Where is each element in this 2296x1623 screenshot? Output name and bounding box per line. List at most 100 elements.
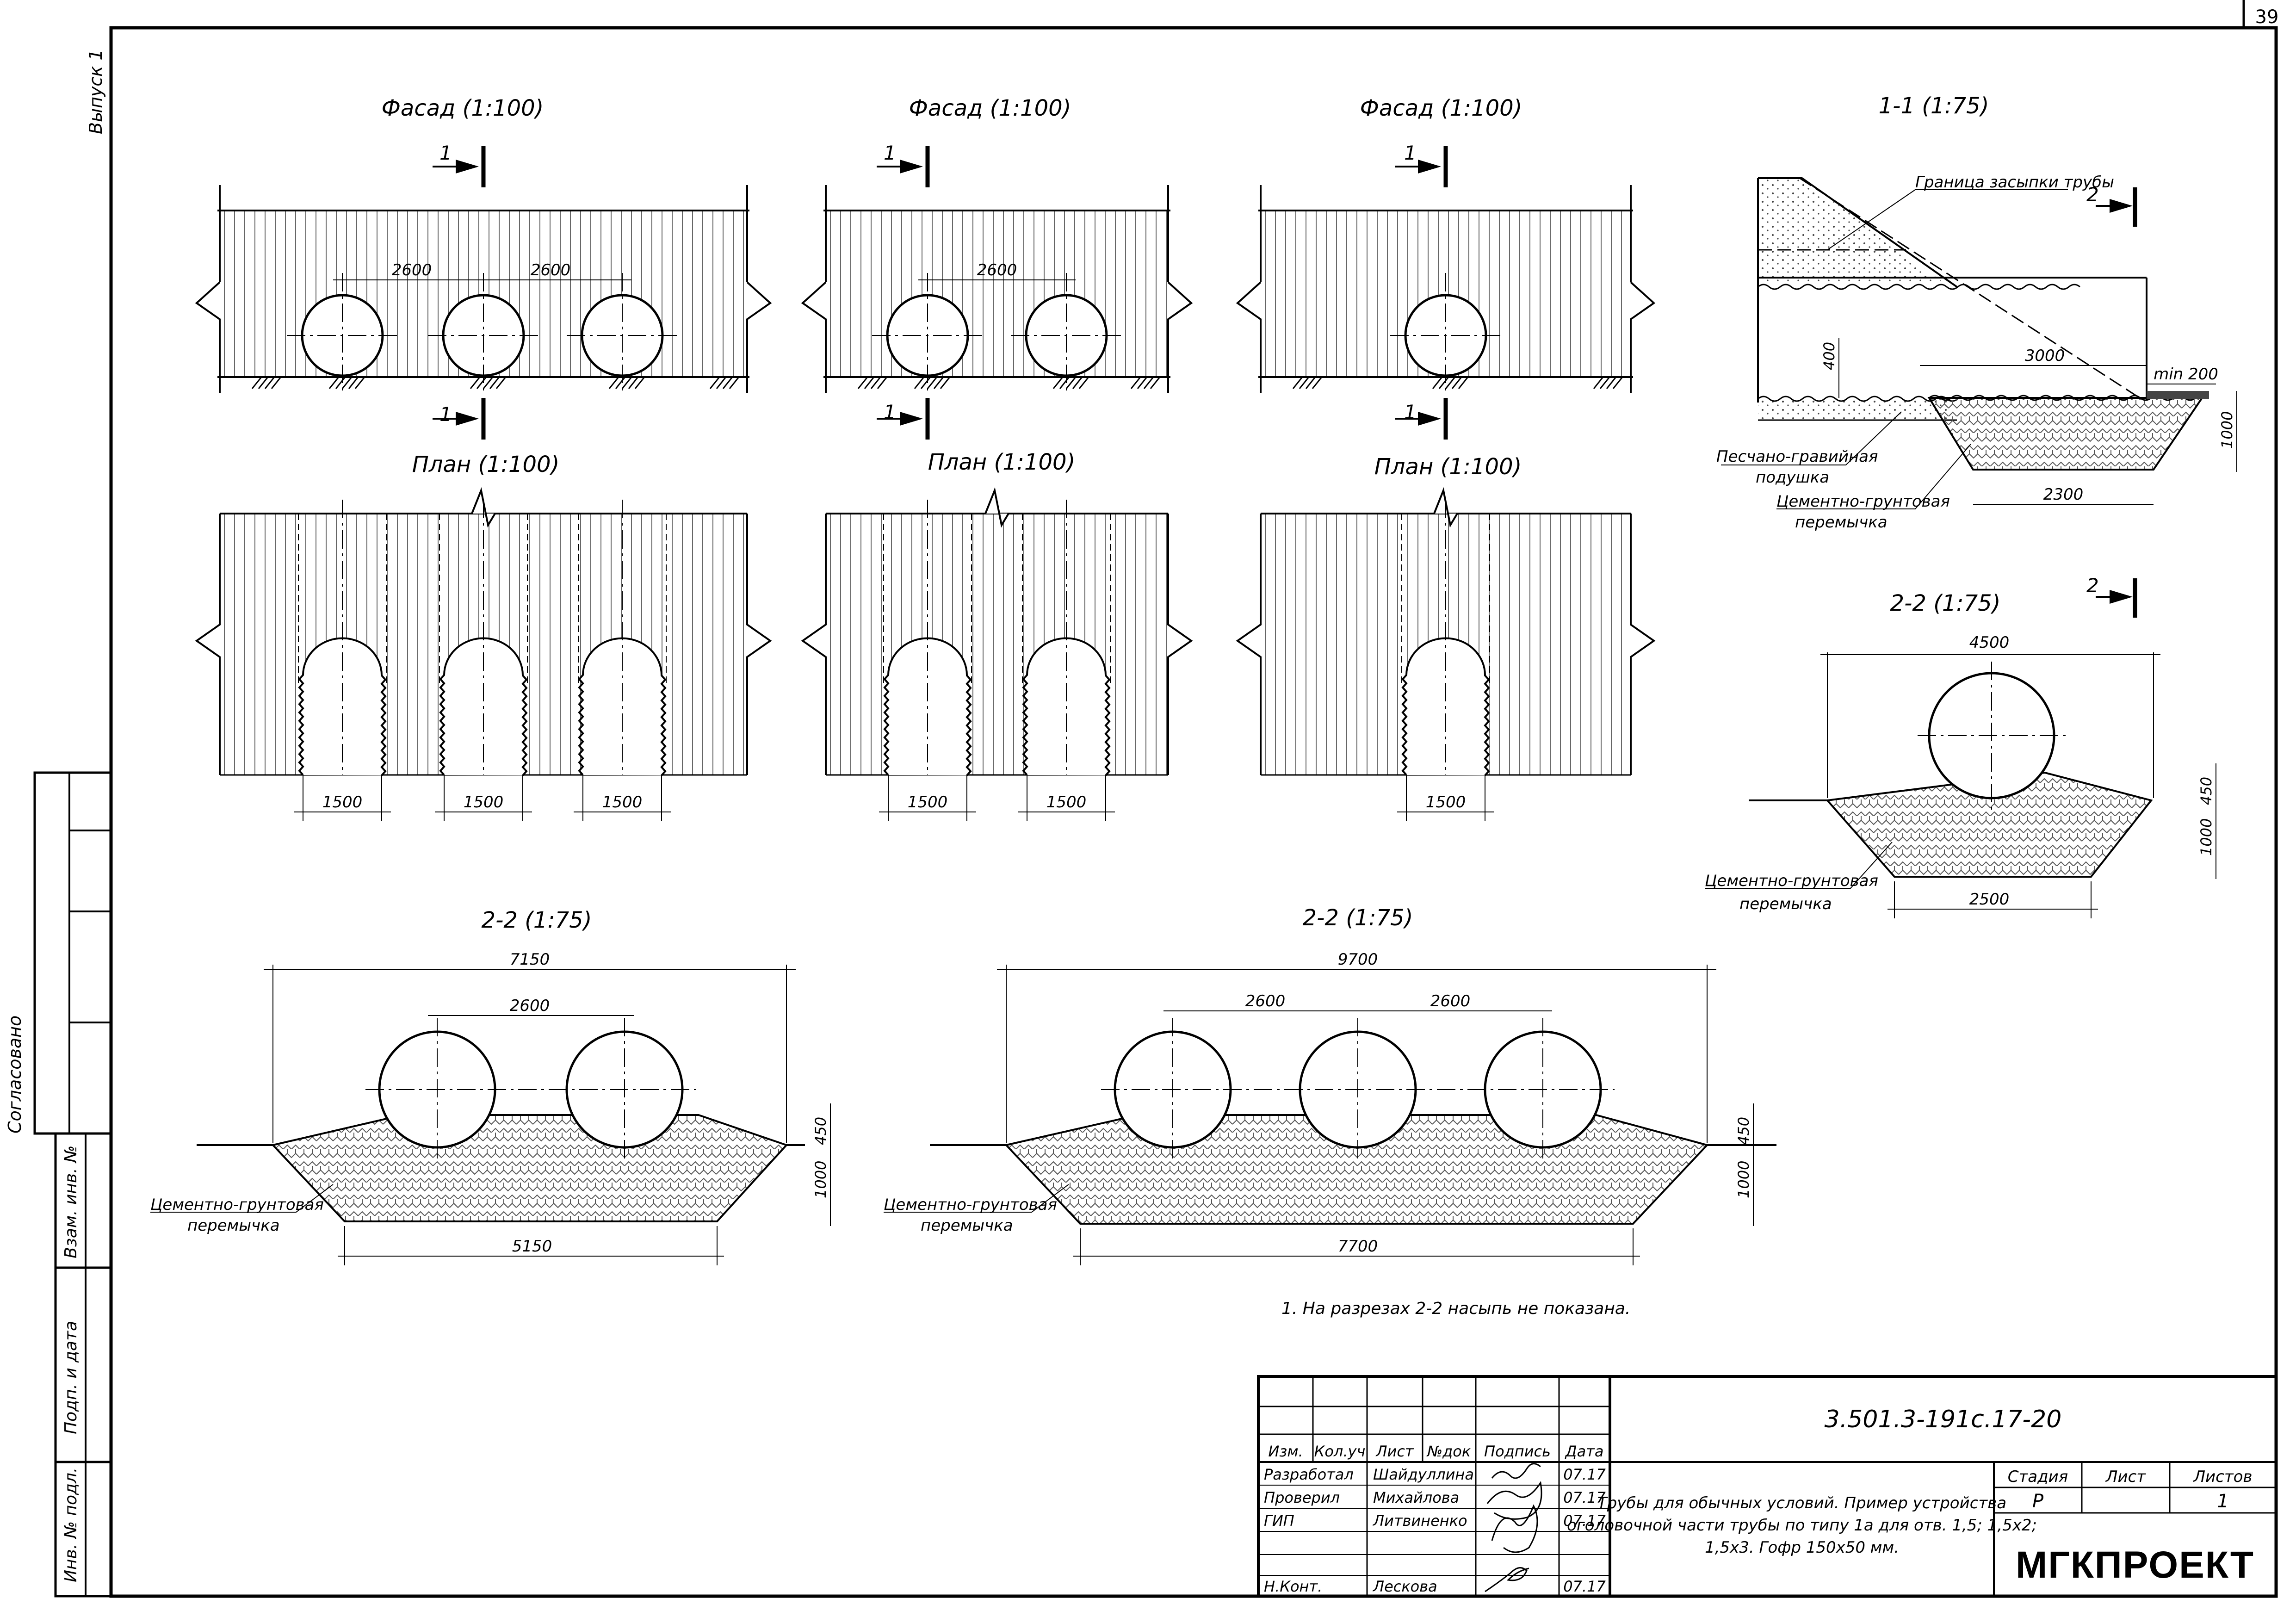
svg-text:1: 1: [1404, 142, 1417, 164]
sheet-number: 39: [2255, 6, 2279, 28]
label-backfill-boundary: Граница засыпки трубы: [1915, 173, 2114, 192]
side-label-sign: Подп. и дата: [62, 1321, 80, 1434]
svg-text:400: 400: [1820, 342, 1838, 370]
facade-hatch: [1265, 211, 1622, 377]
svg-text:2600: 2600: [510, 997, 550, 1015]
plan-1: [195, 487, 772, 821]
break-left: [195, 281, 221, 393]
plan-title-1: План (1:100): [412, 452, 560, 477]
stage-value: Р: [2032, 1491, 2044, 1512]
signature-3: [1491, 1504, 1538, 1553]
break-right: [1167, 281, 1193, 393]
tb-role-1: Проверил: [1264, 1489, 1340, 1506]
svg-text:перемычка: перемычка: [187, 1216, 280, 1235]
tb-date-0: 07.17: [1563, 1466, 1606, 1483]
plan-hatch: [1265, 514, 1622, 775]
svg-text:1000: 1000: [812, 1161, 829, 1198]
facade-views: [195, 146, 1656, 440]
svg-text:3000: 3000: [2025, 347, 2065, 365]
svg-text:2300: 2300: [2043, 485, 2084, 504]
svg-text:min 200: min 200: [2154, 365, 2218, 384]
tb-name-0: Шайдуллина: [1373, 1466, 1474, 1483]
svg-text:перемычка: перемычка: [921, 1216, 1013, 1235]
svg-text:1500: 1500: [908, 793, 948, 812]
svg-text:Песчано-гравийная: Песчано-гравийная: [1716, 447, 1878, 466]
svg-text:1: 1: [884, 401, 896, 423]
svg-text:1000: 1000: [2218, 411, 2236, 449]
section-2-2-triple: 2-2 (1:75) 9700 2600 2600 7700 450 1000 …: [884, 905, 1776, 1265]
dim-facade1-b: 2600: [531, 261, 571, 279]
break-right: [746, 281, 772, 393]
plan-dims: 1500 1500 1500 1500 1500 1500: [322, 793, 1466, 812]
side-label-inv: Инв. № подл.: [62, 1468, 80, 1582]
svg-text:5150: 5150: [512, 1237, 552, 1256]
svg-text:Лист: Лист: [2105, 1468, 2146, 1486]
facade-cut-labels: 1 1 1 1 1 1: [439, 142, 1417, 426]
svg-text:Цементно-грунтовая: Цементно-грунтовая: [150, 1196, 324, 1214]
svg-text:1: 1: [439, 142, 452, 164]
break-right: [1630, 281, 1656, 393]
svg-text:2600: 2600: [1430, 992, 1471, 1010]
svg-text:2500: 2500: [1969, 890, 2010, 909]
signature-1: [1491, 1463, 1541, 1479]
plan-3: [1236, 487, 1656, 821]
svg-text:подушка: подушка: [1756, 468, 1829, 487]
svg-text:Цементно-грунтовая: Цементно-грунтовая: [1776, 492, 1950, 511]
svg-text:Листов: Листов: [2192, 1468, 2252, 1486]
tb-role-3: Н.Конт.: [1264, 1578, 1322, 1595]
tb-header-1: Кол.уч: [1314, 1443, 1366, 1460]
plan-views: [195, 487, 1656, 821]
facade-title-2: Фасад (1:100): [909, 95, 1071, 121]
tb-header-0: Изм.: [1268, 1443, 1303, 1460]
svg-text:4500: 4500: [1969, 633, 2010, 652]
svg-text:1000: 1000: [1735, 1161, 1752, 1198]
plan-2: [801, 487, 1193, 821]
note: 1. На разрезах 2-2 насыпь не показана.: [1281, 1299, 1630, 1318]
section22-title-triple: 2-2 (1:75): [1303, 905, 1413, 931]
svg-text:450: 450: [812, 1117, 829, 1145]
tb-name-2: Литвиненко: [1373, 1512, 1467, 1530]
tb-name-3: Лескова: [1373, 1578, 1437, 1595]
section11-title: 1-1 (1:75): [1879, 93, 1989, 119]
tb-date-1: 07.17: [1563, 1489, 1606, 1506]
svg-text:перемычка: перемычка: [1739, 895, 1832, 913]
svg-text:Цементно-грунтовая: Цементно-грунтовая: [1705, 872, 1878, 890]
tb-header-4: Подпись: [1484, 1443, 1551, 1460]
plan-hatch: [830, 514, 1167, 775]
signature-2: [1486, 1481, 1542, 1520]
tb-name-1: Михайлова: [1373, 1489, 1459, 1506]
svg-text:1000: 1000: [2197, 818, 2215, 856]
svg-text:7150: 7150: [510, 950, 550, 969]
doc-code: 3.501.3-191с.17-20: [1825, 1406, 2062, 1433]
facade-hatch: [830, 211, 1167, 377]
facade-3: [1236, 146, 1656, 440]
dim-facade1-a: 2600: [392, 261, 432, 279]
break-left: [801, 281, 827, 393]
svg-text:Цементно-грунтовая: Цементно-грунтовая: [884, 1196, 1057, 1214]
svg-text:450: 450: [2197, 777, 2215, 805]
facade-dims: 2600 2600 2600: [392, 261, 1017, 279]
title-line-1: Трубы для обычных условий. Пример устрой…: [1597, 1494, 2006, 1512]
svg-text:1500: 1500: [602, 793, 643, 812]
plan-title-3: План (1:100): [1374, 454, 1522, 480]
break-left: [1236, 281, 1262, 393]
svg-text:2: 2: [2086, 183, 2099, 206]
svg-text:2: 2: [2086, 574, 2099, 597]
tb-role-0: Разработал: [1264, 1466, 1354, 1483]
title-line-2: оголовочной части трубы по типу 1а для о…: [1567, 1516, 2037, 1535]
plan-title-2: План (1:100): [928, 449, 1076, 475]
svg-text:1: 1: [439, 403, 452, 426]
company-logo: МГКПРОЕКТ: [2016, 1544, 2254, 1586]
dim-facade2: 2600: [977, 261, 1017, 279]
section-2-2-double: 2-2 (1:75) 7150 2600 5150 450 1000 Цемен…: [150, 907, 831, 1265]
svg-text:1500: 1500: [464, 793, 504, 812]
svg-text:1: 1: [1404, 401, 1417, 423]
signature-4: [1485, 1567, 1529, 1592]
svg-text:Стадия: Стадия: [2008, 1468, 2068, 1486]
title-line-3: 1,5х3. Гофр 150х50 мм.: [1705, 1538, 1899, 1557]
tb-header-5: Дата: [1565, 1443, 1604, 1460]
section-1-1: 1-1 (1:75) 400 3000 min 200 1000 2300 Гр…: [1716, 93, 2237, 532]
